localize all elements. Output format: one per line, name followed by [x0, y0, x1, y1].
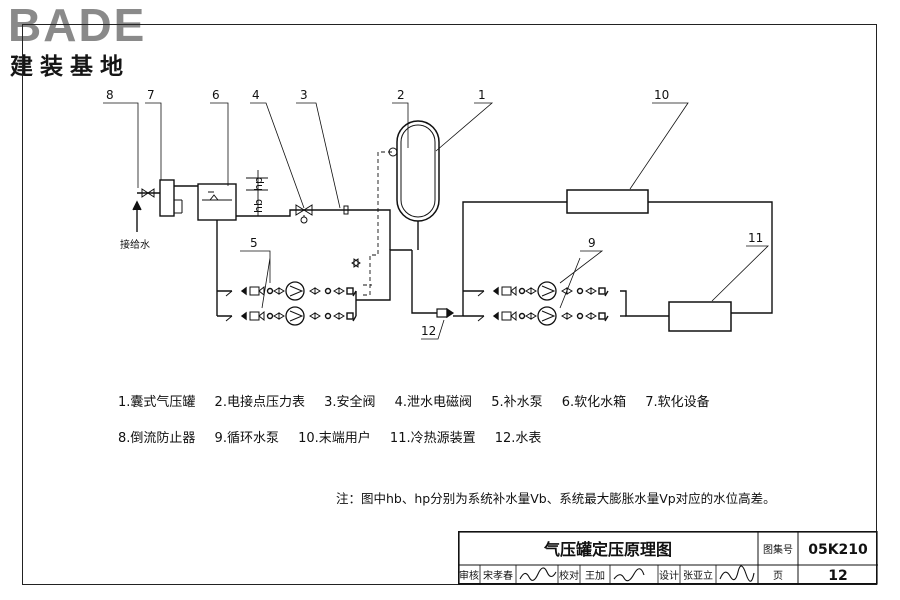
callout-3: 3: [300, 88, 308, 102]
legend-item: 1.囊式气压罐: [118, 395, 196, 410]
legend-item: 7.软化设备: [645, 395, 710, 410]
drawing-title: 气压罐定压原理图: [543, 540, 672, 559]
callout-2: 2: [397, 88, 405, 102]
diagram-note: 注：图中hb、hp分别为系统补水量Vb、系统最大膨胀水量Vp对应的水位高差。: [336, 491, 776, 506]
legend-item: 12.水表: [494, 431, 542, 446]
callout-5: 5: [250, 236, 258, 250]
callout-7: 7: [147, 88, 155, 102]
checker-signature: [613, 568, 645, 582]
water-supply-label: 接给水: [120, 238, 150, 251]
callout-9: 9: [588, 236, 596, 250]
legend-item: 8.倒流防止器: [118, 431, 196, 446]
legend-item: 2.电接点压力表: [214, 395, 305, 410]
legend-item: 10.末端用户: [298, 431, 371, 446]
legend-item: 6.软化水箱: [561, 395, 627, 410]
designer-signature: [719, 565, 755, 582]
drawing-frame: [22, 24, 877, 585]
checker-name: 王加: [585, 570, 605, 582]
logo-brand-text: BADE: [8, 0, 147, 51]
title-block: 气压罐定压原理图 图集号 05K210 审核 宋孝春 校对 王加 设计 张亚立 …: [458, 531, 878, 585]
makeup-water-system: [132, 147, 412, 326]
atlas-label: 图集号: [763, 543, 793, 556]
hb-label: hb: [252, 199, 265, 213]
callout-6: 6: [212, 88, 220, 102]
legend-item: 5.补水泵: [491, 395, 543, 410]
callout-numbers: 1 2 3 4 5 6 7 8 9 10 11 12 接给水 hp hb: [106, 88, 763, 338]
design-label: 设计: [659, 569, 679, 582]
legend-item: 11.冷热源装置: [389, 431, 476, 446]
reviewer-signature: [519, 567, 557, 581]
legend-item: 4.泄水电磁阀: [394, 395, 473, 410]
legend-item: 9.循环水泵: [214, 431, 279, 446]
check-label: 校对: [559, 569, 579, 582]
hp-label: hp: [252, 177, 265, 191]
callout-1: 1: [478, 88, 486, 102]
callout-4: 4: [252, 88, 260, 102]
review-label: 审核: [459, 569, 479, 582]
water-meter: [436, 307, 455, 319]
callout-11: 11: [748, 231, 763, 245]
circulation-system: [453, 189, 773, 332]
callout-10: 10: [654, 88, 669, 102]
legend-row-2: 8.倒流防止器 9.循环水泵 10.末端用户 11.冷热源装置 12.水表: [118, 427, 556, 446]
reviewer-name: 宋孝春: [483, 569, 513, 582]
callout-8: 8: [106, 88, 114, 102]
legend-item: 3.安全阀: [324, 395, 376, 410]
legend-row-1: 1.囊式气压罐 2.电接点压力表 3.安全阀 4.泄水电磁阀 5.补水泵 6.软…: [118, 391, 725, 410]
logo-brand-cn: 建装基地: [10, 54, 130, 80]
bade-logo: BADE 建装基地: [8, 2, 178, 86]
bladder-expansion-tank: [396, 120, 443, 314]
designer-name: 张亚立: [683, 569, 713, 582]
leader-lines: [103, 102, 769, 340]
callout-12: 12: [421, 324, 436, 338]
atlas-number: 05K210: [808, 542, 868, 558]
page-label: 页: [773, 570, 783, 582]
page-number: 12: [828, 568, 847, 584]
